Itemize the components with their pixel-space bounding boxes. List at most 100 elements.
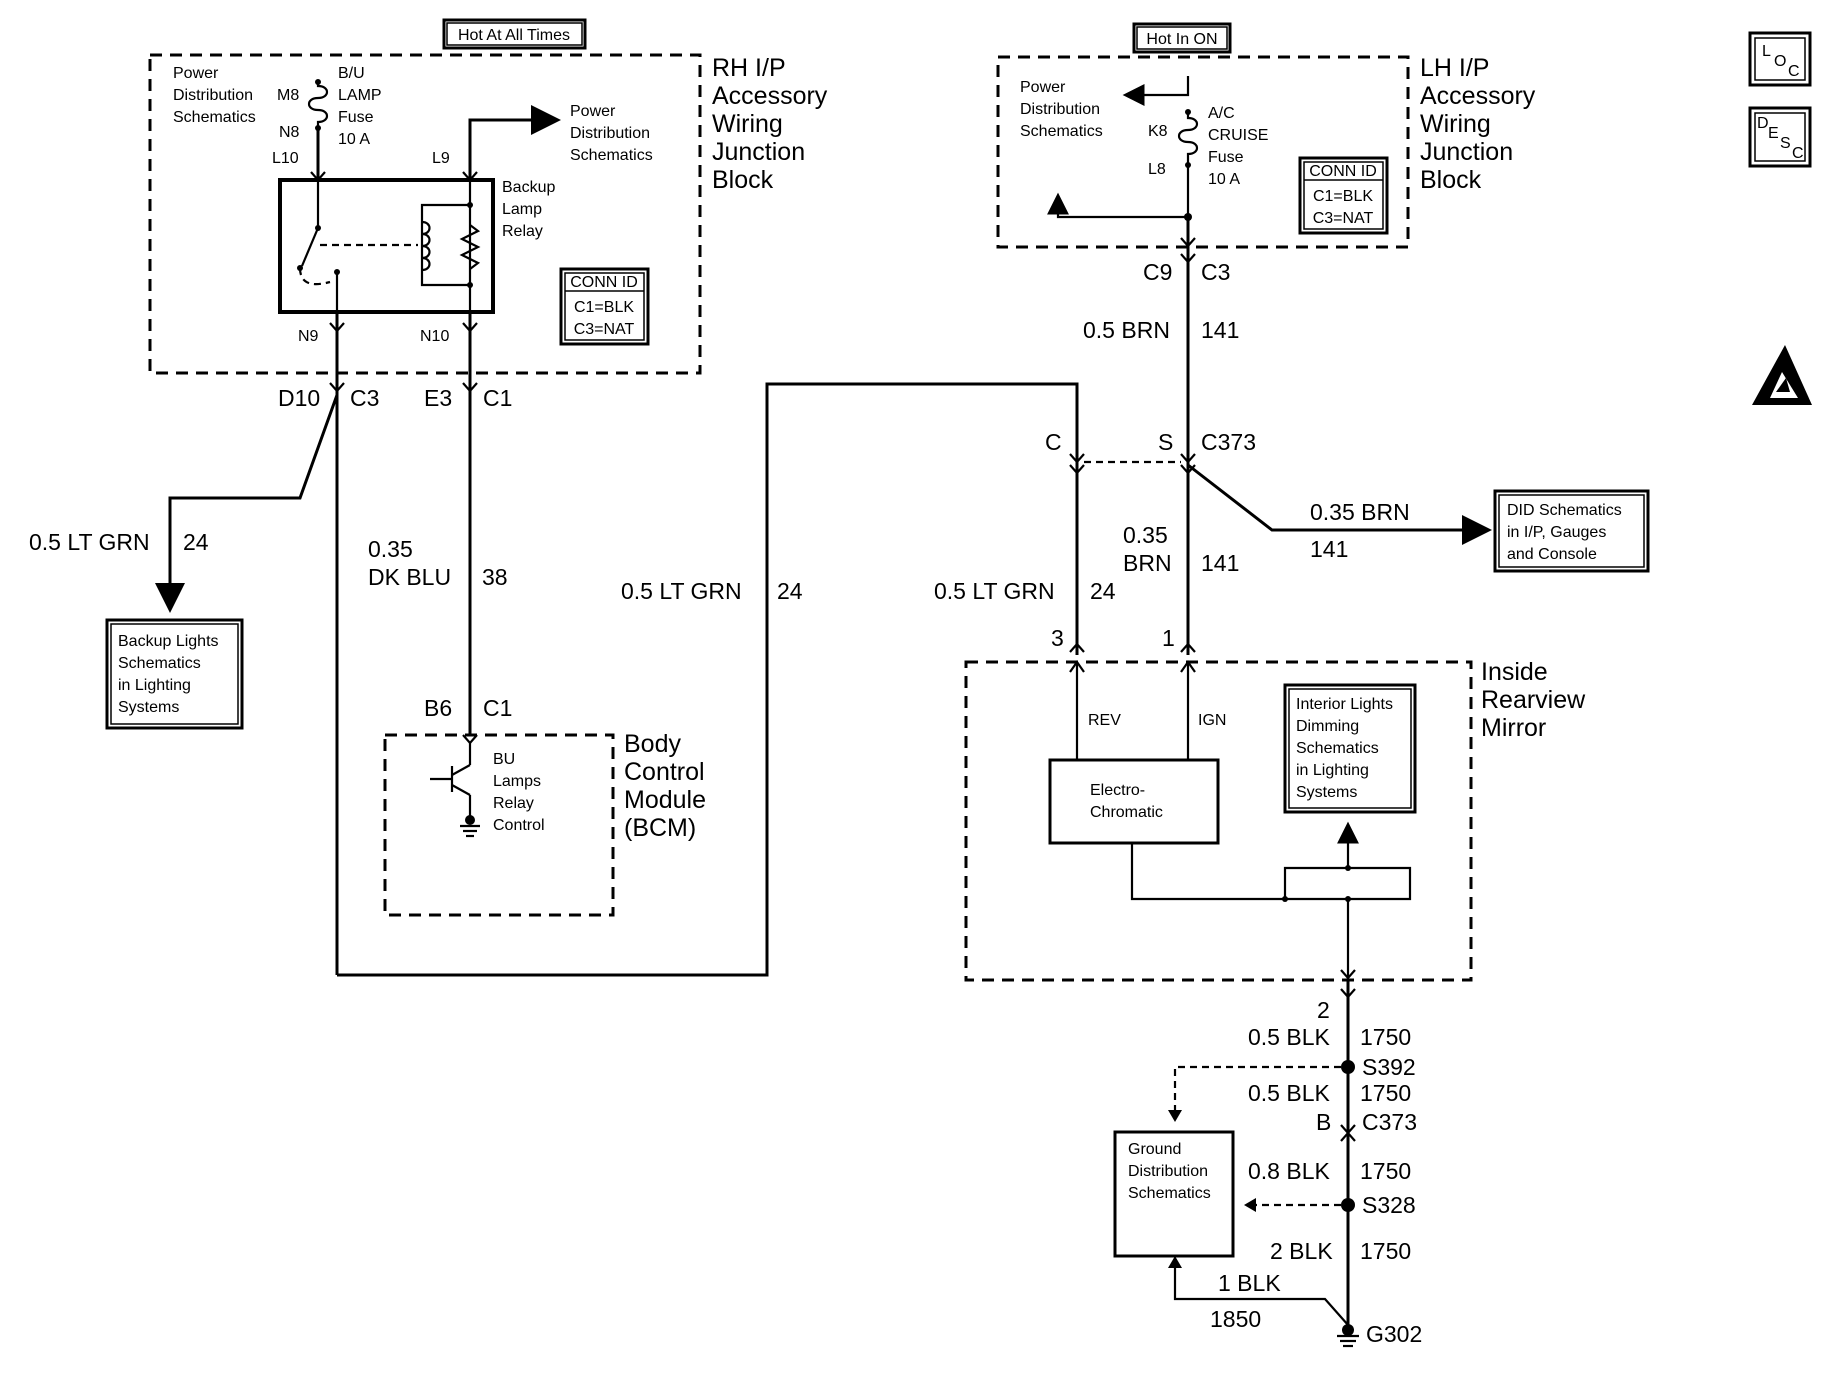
mirror-title-3: Mirror bbox=[1481, 714, 1546, 742]
lh-fuse-4: 10 A bbox=[1208, 171, 1240, 188]
interior-lights-5: Systems bbox=[1296, 784, 1357, 801]
ground-dist-3: Schematics bbox=[1128, 1185, 1211, 1202]
loc-icon-o: O bbox=[1774, 53, 1786, 70]
rh-title-5: Block bbox=[712, 166, 774, 194]
wire-brn-top-circ: 141 bbox=[1201, 317, 1239, 343]
wire-blk4-circ: 1750 bbox=[1360, 1238, 1411, 1264]
lh-title-5: Block bbox=[1420, 166, 1482, 194]
wire-ltgrn-left-size: 0.5 LT GRN bbox=[29, 529, 150, 555]
mirror-rev: REV bbox=[1088, 712, 1121, 729]
conn-c3-lh: C3 bbox=[1201, 259, 1230, 285]
rh-fuse-2: LAMP bbox=[338, 87, 382, 104]
splice-s392-label: S392 bbox=[1362, 1054, 1416, 1080]
loc-icon-c: C bbox=[1788, 63, 1800, 80]
wire-ltgrn-mid-circ: 24 bbox=[777, 578, 803, 604]
lh-conn-2: C1=BLK bbox=[1313, 188, 1373, 205]
rh-conn-2: C1=BLK bbox=[574, 299, 634, 316]
hot-in-on-tag: Hot In ON bbox=[1132, 22, 1232, 54]
loc-icon[interactable]: L O C bbox=[1748, 31, 1812, 87]
rh-pd-left-3: Schematics bbox=[173, 109, 256, 126]
wire-brn-did-circ: 141 bbox=[1310, 536, 1348, 562]
rh-pd-left-2: Distribution bbox=[173, 87, 253, 104]
wire-blk1-size: 0.5 BLK bbox=[1248, 1024, 1330, 1050]
lh-title-1: LH I/P bbox=[1420, 54, 1489, 82]
conn-c: C bbox=[1045, 429, 1062, 455]
desc-icon-e: E bbox=[1768, 125, 1779, 142]
bcm-inner-2: Lamps bbox=[493, 773, 541, 790]
lh-pd-2: Distribution bbox=[1020, 101, 1100, 118]
rh-n8: N8 bbox=[279, 124, 300, 141]
loc-icon-l: L bbox=[1762, 43, 1771, 60]
wire-ltgrn-mirror-size: 0.5 LT GRN bbox=[934, 578, 1055, 604]
lh-ip-junction-block: LH I/P Accessory Wiring Junction Block P… bbox=[996, 54, 1536, 249]
lh-l8: L8 bbox=[1148, 161, 1166, 178]
did-schematics-box[interactable]: DID Schematics in I/P, Gauges and Consol… bbox=[1493, 489, 1650, 573]
ac-cruise-fuse bbox=[1177, 112, 1199, 165]
rh-conn-1: CONN ID bbox=[570, 274, 638, 291]
wire-brn-mirror-circ: 141 bbox=[1201, 550, 1239, 576]
desc-icon-d: D bbox=[1757, 115, 1769, 132]
rh-pd-right-3: Schematics bbox=[570, 147, 653, 164]
conn-c9: C9 bbox=[1143, 259, 1172, 285]
electro-2: Chromatic bbox=[1090, 804, 1163, 821]
rh-pd-right-1: Power bbox=[570, 103, 616, 120]
conn-b6: B6 bbox=[424, 695, 452, 721]
conn-s: S bbox=[1158, 429, 1173, 455]
lh-title-4: Junction bbox=[1420, 138, 1513, 166]
lh-title-2: Accessory bbox=[1420, 82, 1536, 110]
esd-warning-icon[interactable] bbox=[1752, 345, 1812, 405]
backup-lights-1: Backup Lights bbox=[118, 633, 219, 650]
backup-lights-schematics-box[interactable]: Backup Lights Schematics in Lighting Sys… bbox=[105, 618, 244, 730]
hot-in-on-label: Hot In ON bbox=[1146, 31, 1217, 48]
rh-title-2: Accessory bbox=[712, 82, 828, 110]
backup-lamp-relay bbox=[278, 178, 495, 314]
desc-icon-s: S bbox=[1780, 135, 1791, 152]
rh-ip-junction-block: RH I/P Accessory Wiring Junction Block P… bbox=[148, 53, 828, 375]
wire-blk2-circ: 1750 bbox=[1360, 1080, 1411, 1106]
hot-at-all-times-label: Hot At All Times bbox=[458, 27, 570, 44]
splice-s328-label: S328 bbox=[1362, 1192, 1416, 1218]
desc-icon-c: C bbox=[1792, 145, 1804, 162]
lh-conn-3: C3=NAT bbox=[1313, 210, 1374, 227]
conn-c1-bcm: C1 bbox=[483, 695, 512, 721]
ground-dist-2: Distribution bbox=[1128, 1163, 1208, 1180]
rh-l9: L9 bbox=[432, 150, 450, 167]
rh-fuse-1: B/U bbox=[338, 65, 365, 82]
interior-lights-dimming-box[interactable]: Interior Lights Dimming Schematics in Li… bbox=[1283, 683, 1417, 814]
lh-pd-1: Power bbox=[1020, 79, 1066, 96]
wire-brn-top-size: 0.5 BRN bbox=[1083, 317, 1170, 343]
wire-dkblu-circ: 38 bbox=[482, 564, 508, 590]
rh-fuse-3: Fuse bbox=[338, 109, 374, 126]
conn-c3-left: C3 bbox=[350, 385, 379, 411]
inside-rearview-mirror: Inside Rearview Mirror REV IGN Electro- … bbox=[964, 658, 1586, 982]
splice-s328 bbox=[1341, 1198, 1355, 1212]
relay-label-1: Backup bbox=[502, 179, 555, 196]
wire-ltgrn-mid-size: 0.5 LT GRN bbox=[621, 578, 742, 604]
desc-icon[interactable]: D E S C bbox=[1748, 106, 1812, 168]
rh-conn-id-box bbox=[559, 267, 650, 346]
lh-fuse-2: CRUISE bbox=[1208, 127, 1268, 144]
bu-lamp-fuse bbox=[307, 80, 329, 128]
did-1: DID Schematics bbox=[1507, 502, 1622, 519]
relay-label-3: Relay bbox=[502, 223, 543, 240]
backup-lights-2: Schematics bbox=[118, 655, 201, 672]
ground-distribution-schematics-box[interactable]: Ground Distribution Schematics bbox=[1113, 1130, 1235, 1258]
interior-lights-2: Dimming bbox=[1296, 718, 1359, 735]
mirror-ign: IGN bbox=[1198, 712, 1226, 729]
conn-b: B bbox=[1316, 1109, 1331, 1135]
rh-title-4: Junction bbox=[712, 138, 805, 166]
bcm-inner-1: BU bbox=[493, 751, 515, 768]
electro-1: Electro- bbox=[1090, 782, 1145, 799]
lh-pd-3: Schematics bbox=[1020, 123, 1103, 140]
rh-fuse-4: 10 A bbox=[338, 131, 370, 148]
bcm-inner-3: Relay bbox=[493, 795, 534, 812]
conn-c373: C373 bbox=[1201, 429, 1256, 455]
wire-brn-mirror-size2: BRN bbox=[1123, 550, 1172, 576]
ground-dist-1: Ground bbox=[1128, 1141, 1181, 1158]
wire-dkblu-size2: DK BLU bbox=[368, 564, 451, 590]
bcm-title-2: Control bbox=[624, 758, 705, 786]
electro-chromatic-box: Electro- Chromatic bbox=[1048, 758, 1220, 845]
rh-pd-left-1: Power bbox=[173, 65, 219, 82]
bcm-inner-4: Control bbox=[493, 817, 545, 834]
